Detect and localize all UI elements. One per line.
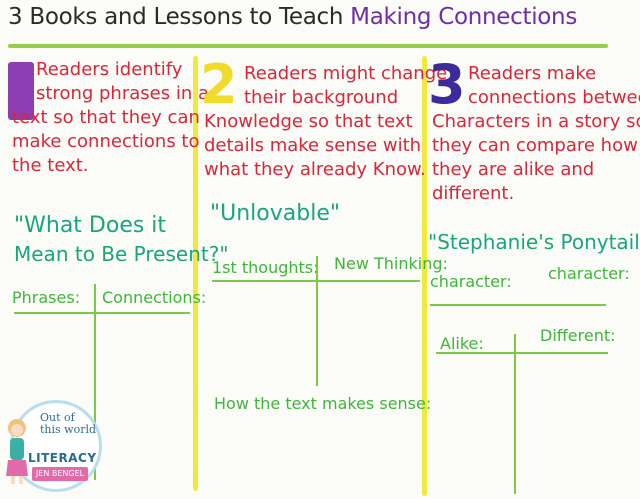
column-1-label-phrases: Phrases: xyxy=(12,288,81,307)
objective-line: make connections to xyxy=(12,131,200,152)
logo-ribbon: JEN BENGEL xyxy=(32,467,88,481)
objective-line: text so that they can xyxy=(12,107,200,128)
book-title-line: "Stephanie's Ponytail" xyxy=(428,230,640,254)
column-divider-2 xyxy=(422,56,427,496)
objective-line: Readers identify xyxy=(36,59,183,80)
column-1-book-title: "What Does it Mean to Be Present?" xyxy=(14,212,229,268)
column-2-objective: Readers might change their background Kn… xyxy=(204,62,448,182)
t-chart-3-horizontal xyxy=(436,352,608,354)
objective-line: strong phrases in a xyxy=(36,83,209,104)
t-chart-2-vertical xyxy=(316,256,318,386)
column-1-number: 1 xyxy=(8,62,34,120)
column-2-label-how-text-makes-sense: How the text makes sense: xyxy=(214,394,432,413)
objective-line: they are alike and xyxy=(432,159,595,180)
column-1-label-connections: Connections: xyxy=(102,288,207,307)
column-1-objective: Readers identify strong phrases in a tex… xyxy=(12,58,209,178)
column-2-label-first-thoughts: 1st thoughts: xyxy=(212,258,319,277)
character-divider xyxy=(430,304,606,306)
out-of-this-world-literacy-logo: Out of this world LITERACY JEN BENGEL xyxy=(2,400,102,492)
objective-line: they can compare how xyxy=(432,135,638,156)
t-chart-3-vertical xyxy=(514,334,516,494)
column-3-label-character-1: character: xyxy=(430,272,512,291)
objective-line: details make sense with xyxy=(204,135,422,156)
objective-line: what they already Know. xyxy=(204,159,426,180)
chart-title-prefix: 3 Books and Lessons to Teach xyxy=(8,4,351,30)
column-3-objective: Readers make connections between Charact… xyxy=(432,62,640,206)
objective-line: Knowledge so that text xyxy=(204,111,413,132)
column-divider-1 xyxy=(193,56,198,491)
logo-text: Out of this world xyxy=(40,411,97,436)
column-3-book-title: "Stephanie's Ponytail" xyxy=(428,228,640,256)
column-3-label-character-2: character: xyxy=(548,264,630,283)
column-2-number: 2 xyxy=(200,53,238,116)
column-3-label-alike: Alike: xyxy=(440,334,484,353)
cartoon-girl-icon xyxy=(6,419,28,484)
chart-title-highlight: Making Connections xyxy=(350,4,578,30)
objective-line: Readers make xyxy=(468,63,597,84)
column-3-number: 3 xyxy=(428,53,466,116)
book-title-line: Mean to Be Present?" xyxy=(14,242,229,266)
book-title-line: "Unlovable" xyxy=(210,201,340,226)
column-2-book-title: "Unlovable" xyxy=(210,200,340,228)
logo-line-2: this world xyxy=(40,423,97,436)
logo-line-1: Out of xyxy=(40,411,75,424)
objective-line: their background xyxy=(244,87,399,108)
column-2-label-new-thinking: New Thinking: xyxy=(334,254,448,273)
title-underline xyxy=(8,44,608,48)
objective-line: different. xyxy=(432,183,515,204)
objective-line: connections between xyxy=(468,87,640,108)
objective-line: the text. xyxy=(12,155,89,176)
chart-title: 3 Books and Lessons to Teach Making Conn… xyxy=(8,4,577,30)
objective-line: Readers might change xyxy=(244,63,448,84)
t-chart-1-horizontal xyxy=(14,312,190,314)
logo-literacy: LITERACY xyxy=(28,451,97,465)
t-chart-1-vertical xyxy=(94,284,96,480)
book-title-line: "What Does it xyxy=(14,213,167,238)
objective-line: Characters in a story so xyxy=(432,111,640,132)
column-3-label-different: Different: xyxy=(540,326,616,345)
